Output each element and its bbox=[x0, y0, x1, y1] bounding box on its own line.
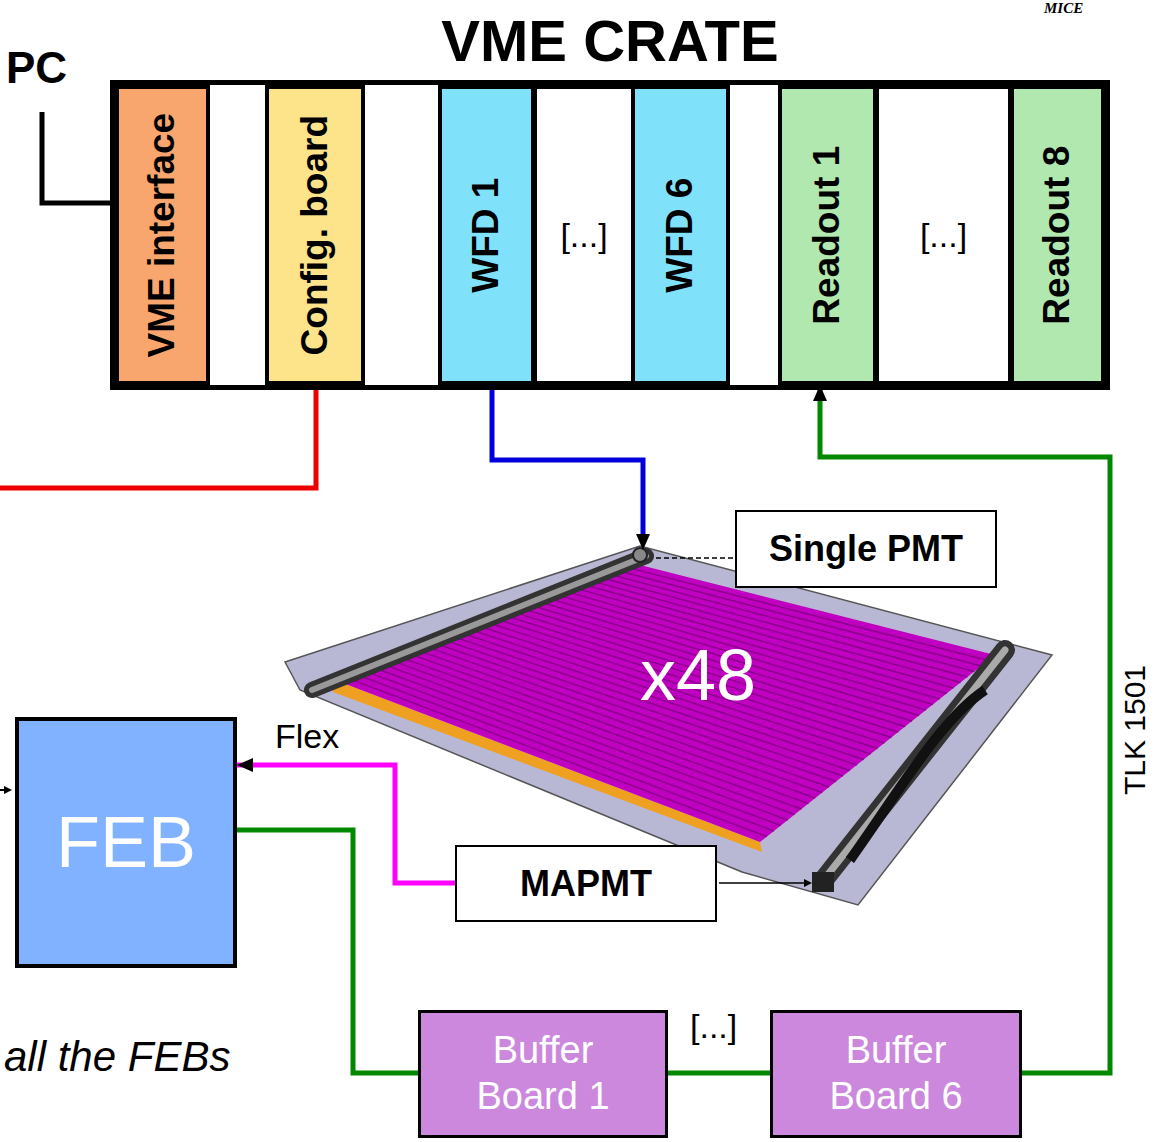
single-pmt-symbol bbox=[633, 548, 647, 562]
node-label: FEB bbox=[56, 799, 196, 885]
connector bbox=[237, 758, 455, 883]
leader-line bbox=[654, 557, 733, 559]
arrow-head bbox=[237, 758, 253, 772]
arrow-head bbox=[636, 534, 650, 550]
fibre-line bbox=[577, 589, 946, 694]
vme-slot: VME interface bbox=[115, 85, 210, 385]
connector-line bbox=[668, 1071, 770, 1076]
left-rail-inner bbox=[312, 556, 646, 690]
callout-box: Single PMT bbox=[735, 510, 997, 588]
node-label: MAPMT bbox=[520, 862, 652, 905]
vme-slot: Readout 8 bbox=[1010, 85, 1105, 385]
connector-line bbox=[237, 765, 455, 883]
node-label: Single PMT bbox=[769, 527, 963, 570]
wfd-wire bbox=[492, 390, 643, 540]
arrow-head bbox=[804, 879, 812, 887]
vme-slot: [...] bbox=[533, 85, 635, 385]
node-label: VME interface bbox=[140, 113, 184, 358]
left-rail bbox=[312, 556, 646, 690]
multiplicity-label: x48 bbox=[640, 636, 756, 715]
node-label: Buffer Board 1 bbox=[456, 1028, 631, 1119]
mapmt-symbol bbox=[812, 872, 834, 892]
logo-text: MICE bbox=[1044, 0, 1083, 17]
fibre-bundle bbox=[850, 690, 985, 860]
front-end-board: FEB bbox=[15, 717, 237, 968]
fibre-line bbox=[470, 629, 864, 759]
fibre-line bbox=[416, 650, 822, 793]
node-label: [...] bbox=[920, 215, 967, 256]
right-rail bbox=[822, 650, 1005, 882]
fibre-line bbox=[514, 612, 898, 732]
connector bbox=[813, 385, 1110, 1073]
node-label: [...] bbox=[560, 215, 607, 256]
edge-label: Flex bbox=[275, 718, 339, 755]
node-label: Readout 1 bbox=[805, 146, 849, 325]
node-label: Config. board bbox=[293, 115, 337, 355]
arrow-head bbox=[4, 786, 12, 794]
vme-slot: WFD 6 bbox=[631, 85, 730, 385]
vme-slot: [...] bbox=[875, 85, 1012, 385]
vme-slot: Config. board bbox=[265, 85, 365, 385]
connector bbox=[237, 830, 418, 1073]
node-label: Readout 8 bbox=[1035, 146, 1079, 325]
buffer-board: Buffer Board 6 bbox=[770, 1010, 1022, 1138]
ellipsis-label: [...] bbox=[690, 1008, 737, 1045]
connector-line bbox=[237, 830, 418, 1073]
callout-box: MAPMT bbox=[455, 845, 717, 922]
leader-line bbox=[719, 882, 806, 884]
note-text: all the FEBs bbox=[4, 1034, 230, 1080]
vme-crate: VME CRATEVME interfaceConfig. boardWFD 1… bbox=[110, 80, 1110, 390]
buffer-board: Buffer Board 1 bbox=[418, 1010, 668, 1138]
right-rail-inner bbox=[822, 650, 1005, 882]
vme-slot: WFD 1 bbox=[438, 85, 535, 385]
link-label: TLK 1501 bbox=[1118, 665, 1151, 795]
connector-line bbox=[820, 385, 1110, 1073]
connector bbox=[668, 1073, 770, 1074]
config-wire bbox=[0, 390, 316, 488]
crate-title: VME CRATE bbox=[115, 7, 1105, 74]
node-label: WFD 1 bbox=[464, 177, 508, 292]
fibre-line bbox=[461, 633, 857, 765]
vme-slot: Readout 1 bbox=[778, 85, 877, 385]
pc-wire bbox=[42, 112, 112, 203]
pc-label: PC bbox=[6, 44, 67, 92]
node-label: WFD 6 bbox=[658, 177, 702, 292]
fibre-line bbox=[523, 609, 905, 727]
node-label: Buffer Board 6 bbox=[809, 1028, 984, 1119]
